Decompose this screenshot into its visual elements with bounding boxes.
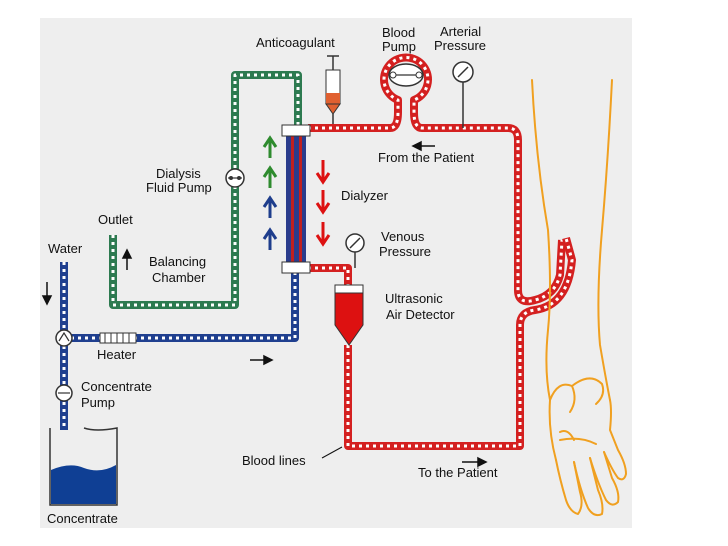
outlet-label: Outlet (98, 212, 133, 227)
dialyzer (281, 124, 311, 274)
blood-line (308, 53, 576, 450)
dialysate-outflow-line (109, 71, 302, 309)
concentrate-pump-label-line2: Pump (81, 395, 115, 410)
labels: Anticoagulant Blood Pump Arterial Pressu… (47, 24, 498, 526)
venous-pressure-label-line2: Pressure (379, 244, 431, 259)
balancing-chamber-label-line1: Balancing (149, 254, 206, 269)
blood-pump-label-line1: Blood (382, 25, 415, 40)
concentrate-pump-icon (55, 384, 73, 402)
venous-pressure-label-line1: Venous (381, 229, 425, 244)
water-down-arrow (41, 282, 53, 306)
air-detector-label-line2: Air Detector (386, 307, 455, 322)
heater-right-arrow (250, 354, 274, 366)
blood-lines-pointer (321, 446, 343, 459)
venous-pressure-gauge-icon (345, 233, 365, 268)
water-junction-icon (55, 329, 73, 347)
concentrate-label: Concentrate (47, 511, 118, 526)
direction-arrows (41, 140, 488, 468)
blood-pump-label-line2: Pump (382, 39, 416, 54)
patient-arm-illustration (531, 79, 627, 517)
to-patient-right-arrow (462, 456, 488, 468)
air-detector-label-line1: Ultrasonic (385, 291, 443, 306)
arterial-pressure-label-line1: Arterial (440, 24, 481, 39)
air-detector-chamber (334, 284, 364, 346)
anticoagulant-label: Anticoagulant (256, 35, 335, 50)
outlet-up-arrow (121, 248, 133, 270)
blood-pump-icon (388, 63, 424, 87)
dialysis-fluid-pump-icon (225, 168, 245, 188)
concentrate-container (49, 427, 118, 506)
dialysate-flow-arrows (262, 135, 278, 250)
blood-flow-arrows (315, 160, 331, 247)
dialyzer-label: Dialyzer (341, 188, 389, 203)
from-patient-left-arrow (411, 140, 435, 152)
anticoagulant-syringe-icon (325, 55, 341, 124)
arterial-pressure-label-line2: Pressure (434, 38, 486, 53)
dialysis-fluid-pump-label-line2: Fluid Pump (146, 180, 212, 195)
dialysis-fluid-pump-label-line1: Dialysis (156, 166, 201, 181)
from-patient-label: From the Patient (378, 150, 474, 165)
concentrate-pump-label-line1: Concentrate (81, 379, 152, 394)
heater-label: Heater (97, 347, 137, 362)
water-label: Water (48, 241, 83, 256)
balancing-chamber-label-line2: Chamber (152, 270, 206, 285)
heater-icon (99, 332, 137, 344)
arterial-pressure-gauge-icon (452, 61, 474, 128)
to-patient-label: To the Patient (418, 465, 498, 480)
blood-lines-label: Blood lines (242, 453, 306, 468)
